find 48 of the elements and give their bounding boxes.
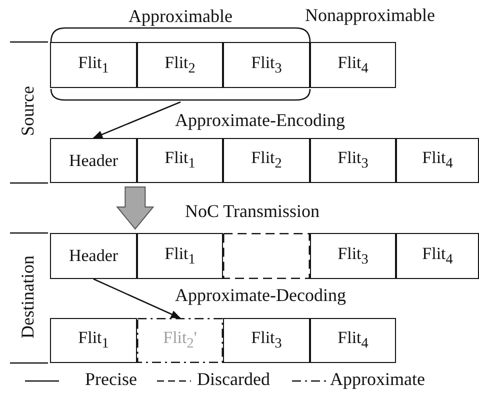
- section-band: [8, 231, 479, 364]
- legend-label: Approximate: [330, 369, 425, 390]
- flit-cell: [310, 138, 396, 183]
- flit-cell: [223, 138, 310, 183]
- group-label: Nonapproximable: [305, 5, 435, 26]
- flit-label: Flit$_{1}$: [78, 52, 109, 78]
- flit-cell: [137, 233, 223, 279]
- flit-label: Flit$_{2}$: [164, 52, 196, 78]
- flit-cell: [50, 318, 137, 363]
- flit-label: Header: [68, 150, 118, 170]
- arrow: [92, 101, 181, 139]
- flit-cell: [50, 138, 137, 183]
- legend-label: Precise: [85, 369, 137, 390]
- flit-label: Flit$_{2}$': [163, 328, 197, 353]
- empty-flit-slot: [223, 233, 310, 279]
- flit-label: Flit$_{4}$: [338, 52, 368, 78]
- flit-label: Header: [68, 246, 118, 266]
- flit-label: Flit$_{1}$: [164, 148, 196, 173]
- arrow: [93, 278, 181, 319]
- flit-cell: [396, 233, 479, 279]
- flit-cell: [50, 42, 137, 88]
- flit-label: Flit$_{4}$: [422, 244, 453, 268]
- block-arrow: [116, 186, 154, 230]
- flit-label: Flit$_{3}$: [338, 148, 368, 173]
- edge-label: Approximate-Encoding: [175, 110, 345, 131]
- flit-cell: [310, 233, 396, 279]
- edge-label: Approximate-Decoding: [175, 285, 346, 306]
- flit-label: Flit$_{1}$: [78, 328, 109, 353]
- flit-cell: [396, 138, 479, 183]
- flit-label: Flit$_{1}$: [164, 244, 196, 268]
- flit-cell: [223, 42, 310, 88]
- flit-label: Flit$_{3}$: [251, 52, 282, 78]
- flit-cell: [223, 318, 310, 363]
- flit-cell: [50, 233, 137, 279]
- flit-cell: [310, 318, 396, 363]
- flit-cell: [137, 318, 223, 363]
- legend-label: Discarded: [197, 369, 270, 390]
- flit-label: Flit$_{4}$: [422, 148, 453, 173]
- edge-label: NoC Transmission: [185, 201, 320, 222]
- section-label: Destination: [18, 256, 38, 338]
- flit-cell: [137, 138, 223, 183]
- flit-label: Flit$_{3}$: [338, 244, 368, 268]
- group-label: Approximable: [128, 6, 232, 27]
- section-label: Source: [18, 86, 38, 136]
- flit-cell: [137, 42, 223, 88]
- flit-label: Flit$_{2}$: [251, 148, 282, 173]
- flit-label: Flit$_{4}$: [338, 328, 368, 353]
- flit-label: Flit$_{3}$: [251, 328, 282, 353]
